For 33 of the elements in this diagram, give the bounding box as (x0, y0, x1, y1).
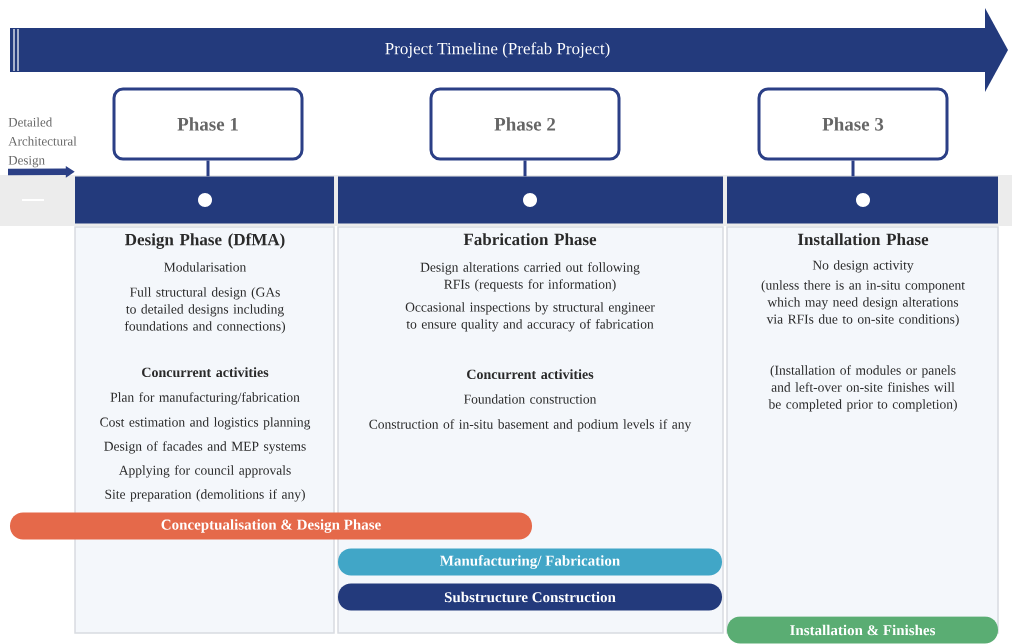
activity-text: Site preparation (demolitions if any) (105, 489, 305, 502)
header-bar (75, 176, 334, 224)
activity-text: (unless there is an in-situ component which may need design alterations via RFIs due to on-site conditions) (761, 280, 965, 327)
activity-text: Design of facades and MEP systems (104, 441, 306, 454)
activity-text: Design alterations carried out following RFIs (requests for information) (420, 262, 640, 292)
section-heading: Fabrication Phase (463, 233, 597, 246)
activity-text: (Installation of modules or panels and left-over on-site finishes will be completed prior to completion) (768, 365, 957, 412)
connector-line (851, 160, 855, 177)
subheading: Concurrent activities (467, 369, 594, 380)
activity-text: Cost estimation and logistics planning (100, 417, 311, 430)
activity-text: Occasional inspections by structural engineer to ensure quality and accuracy of fabrication (405, 302, 655, 332)
phase-bar: Installation & Finishes (727, 616, 998, 644)
header-bar (727, 176, 998, 224)
side-label: Detailed Architectural Design (8, 117, 77, 168)
phase-bar: Conceptualisation & Design Phase (10, 512, 532, 540)
connector-line (523, 160, 527, 177)
activity-text: Full structural design (GAs to detailed designs including foundations and connections) (124, 287, 286, 334)
activity-text: Foundation construction (464, 394, 597, 404)
phase-bar: Manufacturing/ Fabrication (338, 548, 722, 576)
activity-text: Plan for manufacturing/fabrication (110, 392, 300, 405)
phase-box: Phase 2 (429, 87, 621, 161)
activity-text: No design activity (812, 260, 914, 273)
section-heading: Design Phase (DfMA) (125, 233, 285, 249)
phase-box: Phase 3 (757, 87, 949, 161)
connector-line (206, 160, 210, 177)
activity-text: Applying for council approvals (118, 465, 291, 478)
subheading: Concurrent activities (142, 367, 269, 378)
phase-box: Phase 1 (112, 87, 304, 161)
activity-text: Modularisation (164, 262, 247, 272)
activity-text: Construction of in-situ basement and podium levels if any (369, 419, 692, 432)
phase-bar: Substructure Construction (338, 583, 722, 611)
header-bar (338, 176, 723, 224)
section-heading: Installation Phase (797, 233, 929, 246)
